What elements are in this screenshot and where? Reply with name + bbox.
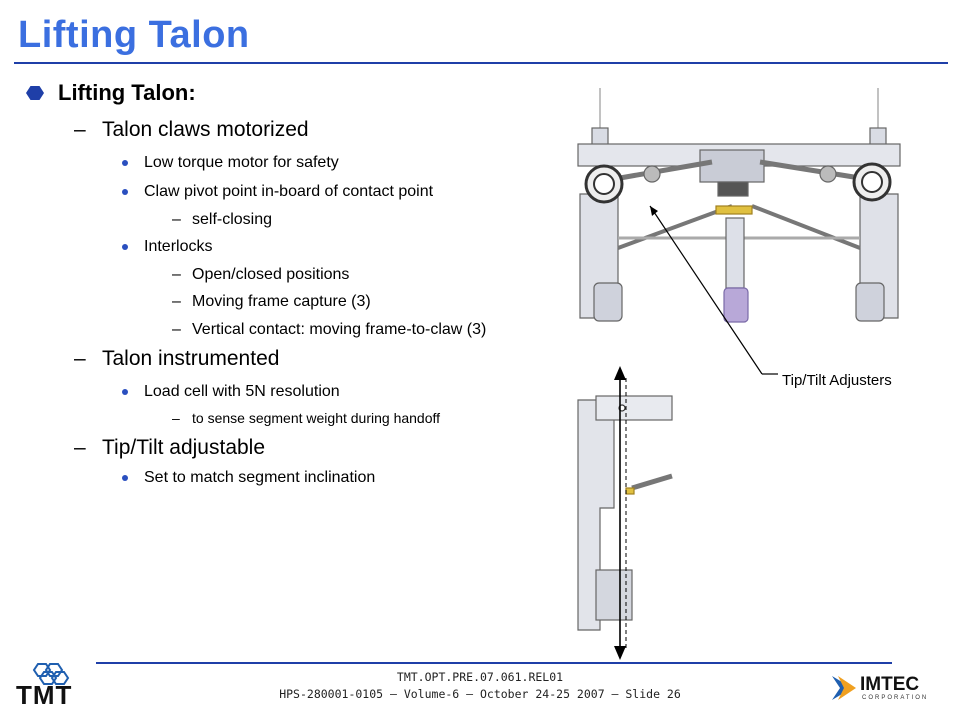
bullet-text: Low torque motor for safety: [144, 154, 339, 171]
bullet-claw-pivot: Claw pivot point in-board of contact poi…: [122, 183, 433, 201]
bullet-level0: Lifting Talon:: [26, 80, 196, 106]
dash-marker: –: [172, 410, 180, 426]
dot-bullet-icon: [122, 189, 128, 195]
bullet-vertical-contact: –Vertical contact: moving frame-to-claw …: [172, 321, 486, 339]
bullet-text: Vertical contact: moving frame-to-claw (…: [192, 321, 487, 338]
bullet-self-closing: –self-closing: [172, 211, 272, 229]
bullet-text: Set to match segment inclination: [144, 469, 376, 486]
dash-marker: –: [172, 293, 181, 310]
dash-marker: –: [74, 118, 86, 141]
imtec-chevron-icon: [832, 676, 856, 700]
bullet-text: Load cell with 5N resolution: [144, 383, 340, 400]
heading-text: Lifting Talon:: [58, 80, 196, 105]
footer-slide-info: HPS-280001-0105 – Volume-6 – October 24-…: [279, 687, 681, 701]
bullet-text: to sense segment weight during handoff: [192, 410, 441, 426]
footer-rule: [96, 662, 892, 664]
dash-marker: –: [172, 211, 181, 228]
bullet-text: Talon claws motorized: [102, 118, 309, 141]
bullet-tip-tilt: –Tip/Tilt adjustable: [74, 436, 265, 460]
tmt-logo-text: TMT: [16, 680, 73, 710]
bullet-text: Claw pivot point in-board of contact poi…: [144, 183, 434, 200]
bullet-text: Talon instrumented: [102, 347, 280, 370]
bullet-low-torque: Low torque motor for safety: [122, 154, 339, 172]
bullet-text: Moving frame capture (3): [192, 293, 371, 310]
imtec-logo-sub: CORPORATION: [862, 695, 929, 701]
slide-title: Lifting Talon: [18, 14, 250, 56]
bullet-talon-instrumented: –Talon instrumented: [74, 347, 279, 371]
arrow-up-icon: [614, 366, 626, 380]
bullet-talon-claws: –Talon claws motorized: [74, 118, 309, 142]
tmt-mesh-icon: [32, 663, 70, 685]
hexagon-bullet-icon: [26, 86, 44, 100]
talon-front-view: [577, 88, 901, 323]
talon-side-view: [577, 395, 673, 631]
bullet-sense-weight: –to sense segment weight during handoff: [172, 410, 440, 426]
bullet-interlocks: Interlocks: [122, 238, 212, 256]
callout-arrowhead-icon: [650, 206, 658, 216]
bullet-load-cell: Load cell with 5N resolution: [122, 383, 340, 401]
bullet-text: Tip/Tilt adjustable: [102, 436, 266, 459]
bullet-text: Open/closed positions: [192, 266, 350, 283]
arrow-down-icon: [614, 646, 626, 660]
dot-bullet-icon: [122, 475, 128, 481]
lifting-talon-drawing: [577, 88, 901, 660]
callout-leader-line: [649, 205, 763, 375]
bullet-moving-frame: –Moving frame capture (3): [172, 293, 371, 311]
callout-label: Tip/Tilt Adjusters: [782, 372, 892, 389]
dash-marker: –: [74, 436, 86, 459]
dot-bullet-icon: [122, 160, 128, 166]
footer-doc-id: TMT.OPT.PRE.07.061.REL01: [396, 670, 564, 684]
title-rule: [14, 62, 948, 64]
dash-marker: –: [172, 321, 181, 338]
imtec-logo-text: IMTEC: [860, 674, 920, 695]
bullet-text: self-closing: [192, 211, 273, 228]
dot-bullet-icon: [122, 389, 128, 395]
bullet-text: Interlocks: [144, 238, 213, 255]
dot-bullet-icon: [122, 244, 128, 250]
dash-marker: –: [172, 266, 181, 283]
tmt-logo: TMT: [16, 662, 82, 715]
dash-marker: –: [74, 347, 86, 370]
bullet-set-inclination: Set to match segment inclination: [122, 469, 375, 487]
bullet-open-closed: –Open/closed positions: [172, 266, 349, 284]
